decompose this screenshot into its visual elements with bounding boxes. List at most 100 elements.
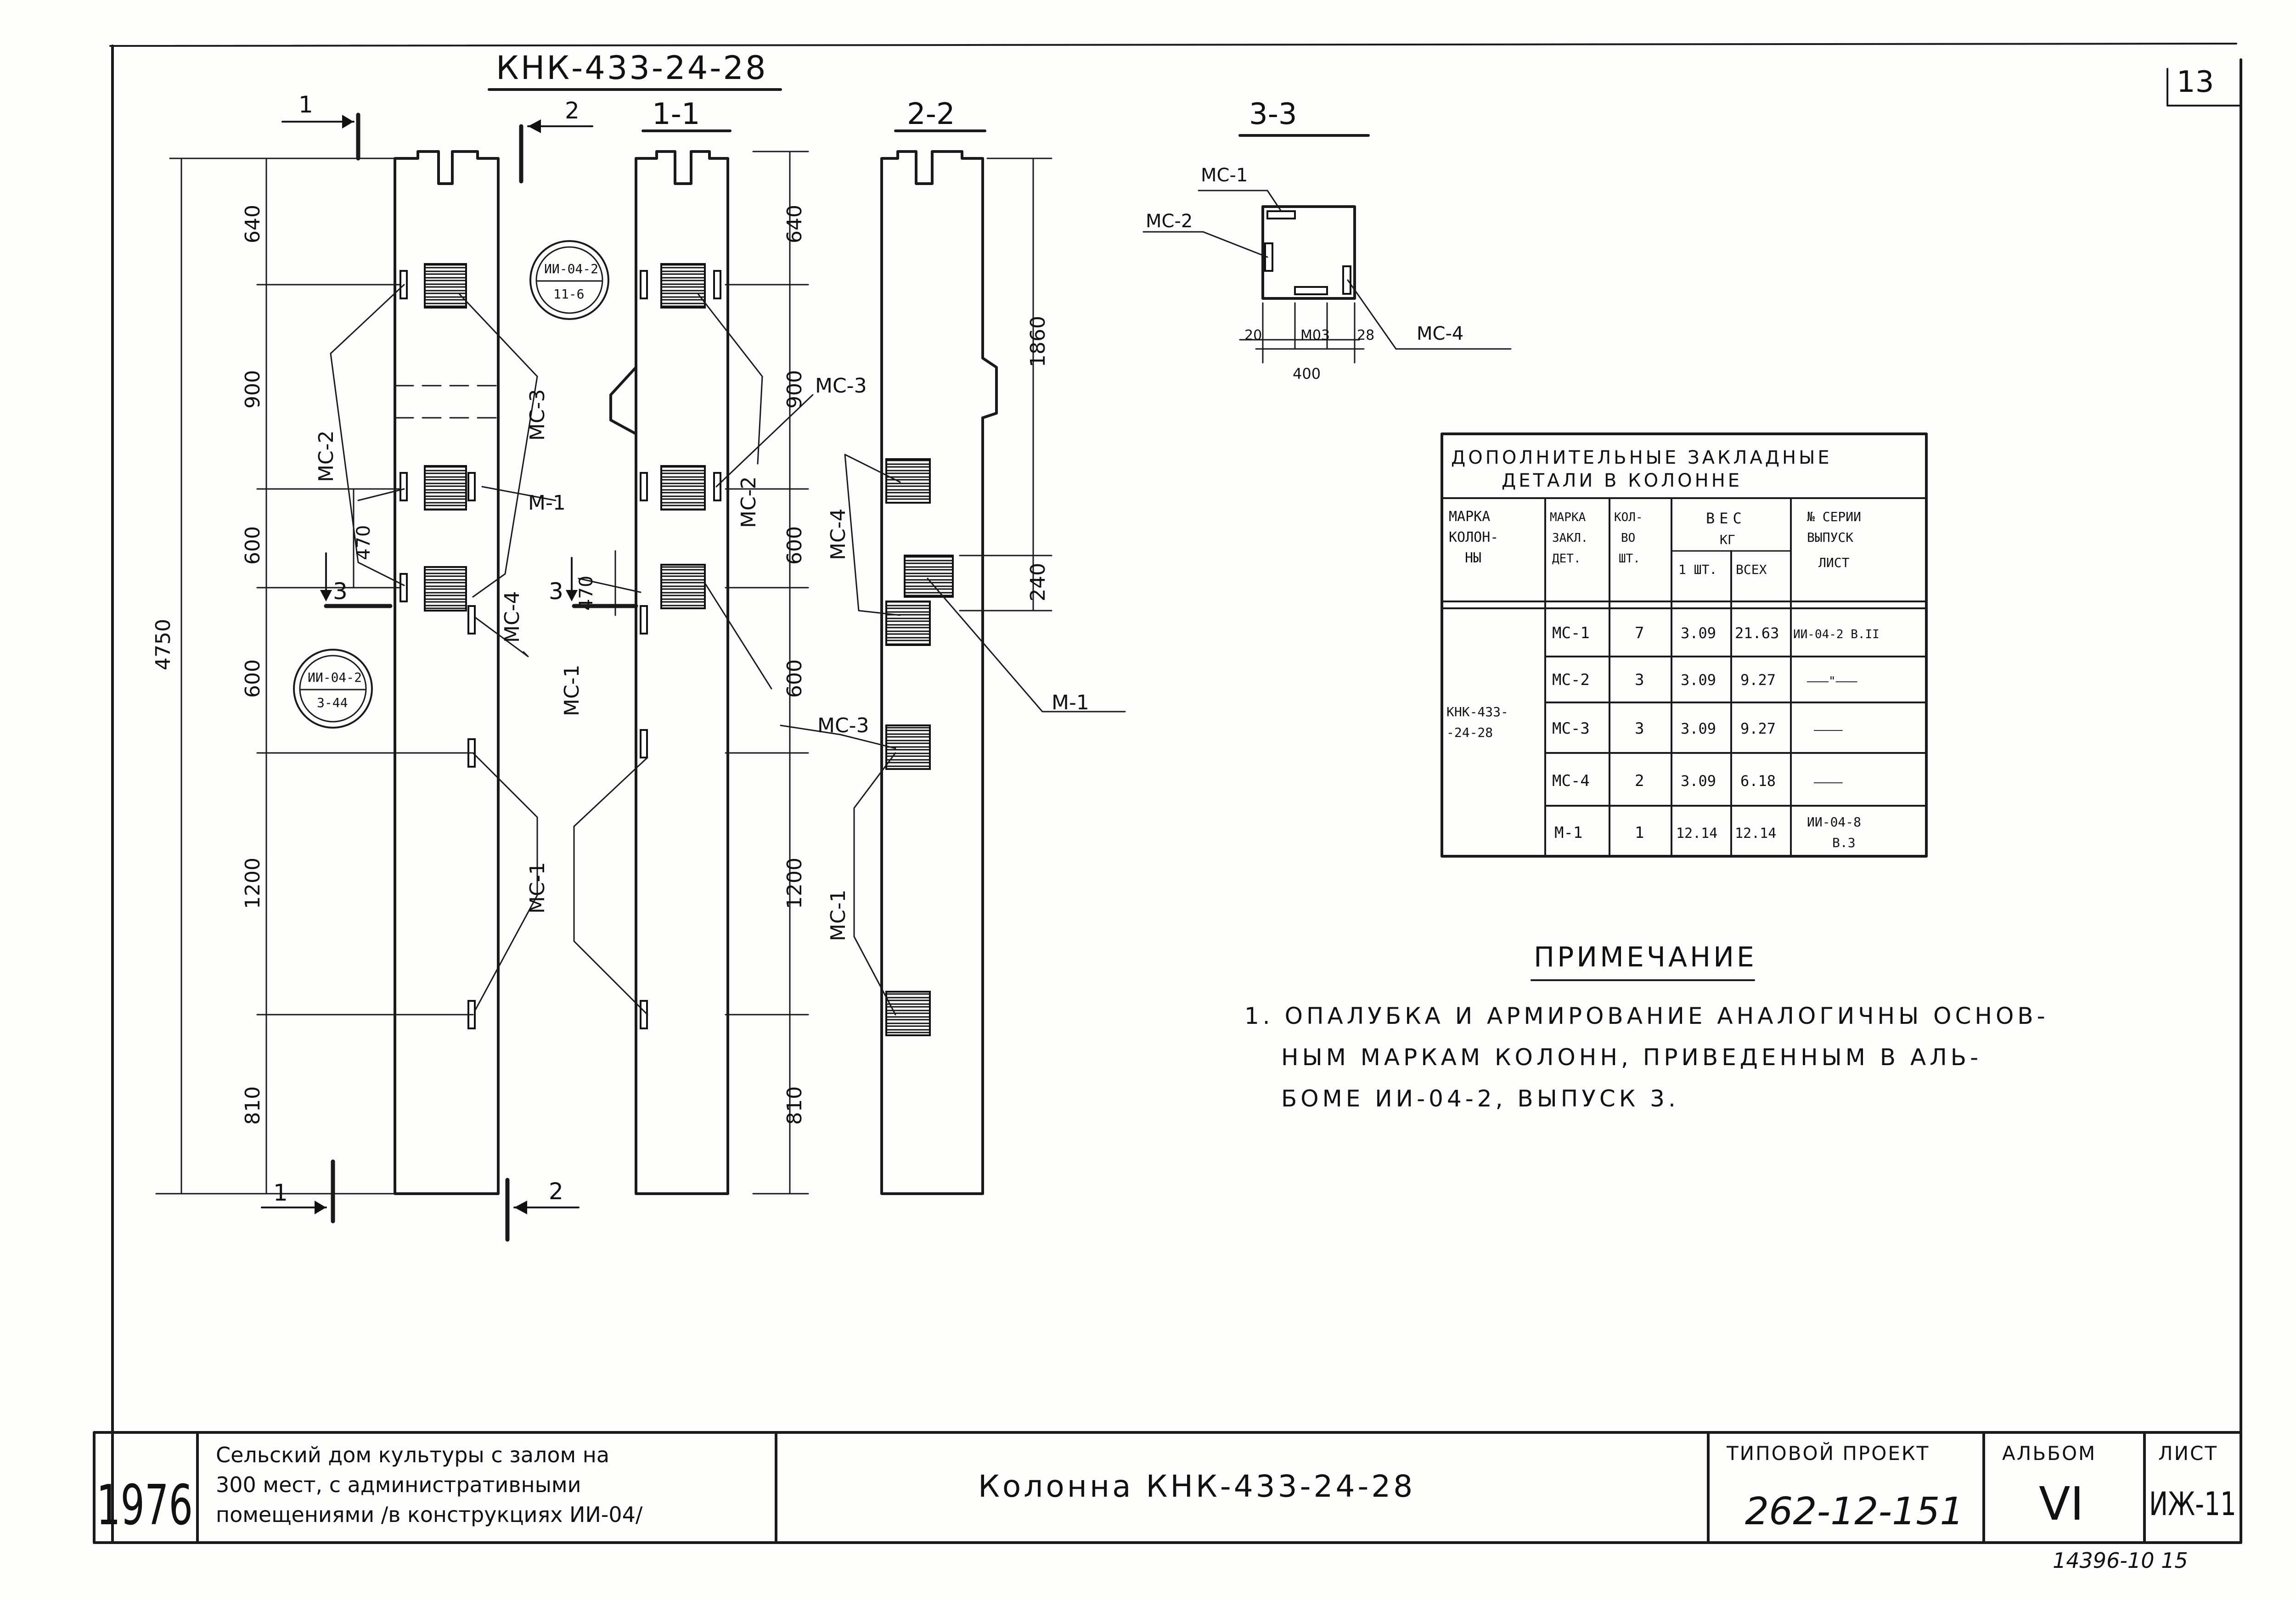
th-col-mark-2: КОЛОН- xyxy=(1449,529,1498,545)
th-emb-mark-2: ЗАКЛ. xyxy=(1552,531,1588,545)
row5-all: 12.14 xyxy=(1735,825,1776,842)
row2-series: ———"——— xyxy=(1807,674,1857,688)
table-row: МС-2 3 3.09 9.27 ———"——— xyxy=(1552,671,1857,689)
th-emb-mark-3: ДЕТ. xyxy=(1552,552,1581,566)
label-ms1-s33: МС-1 xyxy=(1201,165,1248,186)
page-corner-number: 13 xyxy=(2177,65,2214,99)
section-1-1-dimensions xyxy=(614,151,809,1195)
project-label: ТИПОВОЙ ПРОЕКТ xyxy=(1726,1442,1930,1465)
label-m1-s22: М-1 xyxy=(1052,691,1089,714)
archive-number: 14396-10 15 xyxy=(2053,1548,2188,1573)
label-ms3-front: МС-3 xyxy=(526,389,549,441)
ref-bubble-2 xyxy=(293,649,373,729)
th-weight-2: КГ xyxy=(1720,532,1735,547)
dim-m03-s33: М03 xyxy=(1300,327,1330,343)
view-1-1-label: 1-1 xyxy=(652,97,700,131)
label-ms2-s33: МС-2 xyxy=(1146,211,1193,232)
ref2-bottom: 3-44 xyxy=(317,695,348,710)
dim-28-s33: 28 xyxy=(1357,327,1374,343)
column-mark-1: КНК-433- xyxy=(1446,704,1508,719)
column-mark-2: -24-28 xyxy=(1446,725,1493,740)
label-m1-front: М-1 xyxy=(528,491,566,515)
th-qty-1: КОЛ- xyxy=(1614,511,1643,524)
row5-mark: М-1 xyxy=(1554,824,1582,842)
label-ms1-s11-lower: МС-1 xyxy=(827,889,850,941)
view-3-3-label: 3-3 xyxy=(1249,97,1297,131)
section-mark-3-front xyxy=(320,552,393,608)
drawing-title: КНК-433-24-28 xyxy=(496,49,768,87)
title-block xyxy=(93,1431,2242,1544)
dim-900-s11: 900 xyxy=(783,370,806,409)
year: 1976 xyxy=(96,1474,193,1538)
th-series-2: ВЫПУСК xyxy=(1807,530,1853,545)
sheet-frame xyxy=(109,43,2242,1544)
ref1-bottom: 11-6 xyxy=(553,286,584,302)
section-2-top: 2 xyxy=(565,97,580,124)
row5-series: ИИ-04-8 xyxy=(1807,814,1861,830)
row3-series: ———— xyxy=(1814,723,1843,737)
row2-mark: МС-2 xyxy=(1552,671,1590,689)
row3-all: 9.27 xyxy=(1740,720,1776,737)
row1-qty: 7 xyxy=(1635,624,1644,642)
sheet-number: ИЖ-11 xyxy=(2149,1485,2236,1523)
label-ms2-front: МС-2 xyxy=(315,430,338,482)
row1-all: 21.63 xyxy=(1735,624,1779,642)
dim-810-s11: 810 xyxy=(783,1086,806,1125)
row4-mark: МС-4 xyxy=(1552,772,1590,790)
note-line-2: НЫМ МАРКАМ КОЛОНН, ПРИВЕДЕННЫМ В АЛЬ- xyxy=(1281,1044,1982,1071)
note-heading: ПРИМЕЧАНИЕ xyxy=(1534,941,1757,973)
dim-1860: 1860 xyxy=(1026,316,1050,367)
drawing-name: Колонна КНК-433-24-28 xyxy=(978,1469,1415,1504)
note-line-1: 1. ОПАЛУБКА И АРМИРОВАНИЕ АНАЛОГИЧНЫ ОСН… xyxy=(1244,1003,2049,1029)
dim-1200-s11: 1200 xyxy=(783,858,806,909)
section-1-top: 1 xyxy=(298,91,313,118)
dim-640-front: 640 xyxy=(241,205,264,243)
dim-20-s33: 20 xyxy=(1244,327,1262,343)
section-3-3-detail xyxy=(1142,190,1512,364)
embedded-parts-table xyxy=(1441,432,1928,858)
section-3-s11: 3 xyxy=(549,578,563,605)
note-line-3: БОМЕ ИИ-04-2, ВЫПУСК 3. xyxy=(1281,1085,1679,1112)
row4-qty: 2 xyxy=(1635,772,1644,790)
section-2-bottom: 2 xyxy=(549,1178,563,1205)
row3-one: 3.09 xyxy=(1681,720,1716,737)
ref2-top: ИИ-04-2 xyxy=(308,670,362,685)
label-ms4-s22: МС-4 xyxy=(827,508,850,560)
th-weight-one: 1 ШТ. xyxy=(1678,562,1717,577)
column-section-1-1 xyxy=(609,150,729,1195)
th-col-mark-1: МАРКА xyxy=(1449,509,1490,525)
section-3-front: 3 xyxy=(333,578,348,605)
sheet-label: ЛИСТ xyxy=(2158,1442,2218,1465)
row3-mark: МС-3 xyxy=(1552,719,1590,738)
row5-series-2: В.3 xyxy=(1832,835,1856,850)
dim-640-s11: 640 xyxy=(783,205,806,243)
row1-one: 3.09 xyxy=(1681,624,1716,642)
label-ms3-s11: МС-3 xyxy=(815,374,867,398)
dim-900-front: 900 xyxy=(241,370,264,409)
description-line-2: 300 мест, с административными xyxy=(216,1472,581,1497)
front-view-leaders xyxy=(330,284,557,1011)
section-2-2-leaders xyxy=(780,454,1126,1016)
dim-600a-s11: 600 xyxy=(783,526,806,565)
dim-470-front: 470 xyxy=(353,525,374,560)
column-section-2-2 xyxy=(880,150,998,1195)
dim-total-height: 4750 xyxy=(152,619,175,670)
description-line-3: помещениями /в конструкциях ИИ-04/ xyxy=(216,1502,643,1527)
row4-series: ———— xyxy=(1814,775,1843,789)
table-row: МС-1 7 3.09 21.63 ИИ-04-2 В.II xyxy=(1552,624,1880,642)
dim-810-front: 810 xyxy=(241,1086,264,1125)
dim-1200-front: 1200 xyxy=(241,858,264,909)
th-weight-1: ВЕС xyxy=(1706,510,1746,527)
label-ms1-s11-upper: МС-1 xyxy=(560,664,584,716)
section-2-2-dimensions xyxy=(959,157,1052,612)
row5-qty: 1 xyxy=(1635,824,1644,842)
table-row: МС-4 2 3.09 6.18 ———— xyxy=(1552,772,1843,790)
th-series-1: № СЕРИИ xyxy=(1807,509,1861,524)
table-title-1: ДОПОЛНИТЕЛЬНЫЕ ЗАКЛАДНЫЕ xyxy=(1451,447,1832,468)
view-2-2-label: 2-2 xyxy=(907,97,955,131)
description-line-1: Сельский дом культуры с залом на xyxy=(216,1443,609,1467)
label-ms4-front: МС-4 xyxy=(501,591,524,643)
label-ms4-s33: МС-4 xyxy=(1417,323,1463,344)
label-ms1-front: МС-1 xyxy=(526,862,549,914)
